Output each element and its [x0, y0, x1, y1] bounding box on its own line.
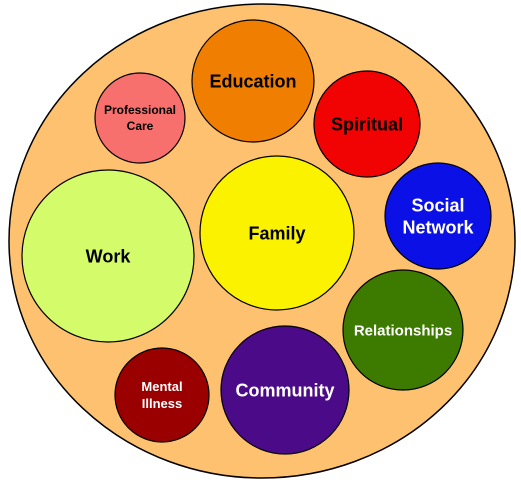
community-label-line-1: Community — [236, 380, 335, 400]
family-circle — [199, 155, 355, 311]
node-work: Work — [21, 169, 195, 343]
spiritual-circle — [313, 70, 421, 178]
education-circle — [191, 19, 315, 143]
mental-illness-label-line-2: Illness — [142, 396, 182, 411]
spiritual-label-line-1: Spiritual — [331, 114, 403, 134]
family-label-line-1: Family — [248, 223, 305, 243]
professional-care-label-line-1: Professional — [104, 103, 176, 117]
social-network-label-line-1: Social — [411, 195, 464, 215]
professional-care-circle — [94, 72, 186, 164]
node-community: Community — [220, 325, 350, 455]
social-network-circle — [384, 162, 492, 270]
professional-care-label-line-2: Care — [127, 119, 154, 133]
mental-illness-circle — [114, 347, 210, 443]
node-relationships: Relationships — [342, 269, 464, 391]
relationships-label-line-1: Relationships — [354, 322, 452, 339]
social-network-label-line-2: Network — [402, 217, 474, 237]
mental-illness-label-line-1: Mental — [141, 379, 182, 394]
node-education: Education — [191, 19, 315, 143]
node-spiritual: Spiritual — [313, 70, 421, 178]
relationships-circle — [342, 269, 464, 391]
work-circle — [21, 169, 195, 343]
education-label-line-1: Education — [209, 71, 296, 91]
node-family: Family — [199, 155, 355, 311]
work-label-line-1: Work — [86, 246, 132, 266]
community-circle — [220, 325, 350, 455]
